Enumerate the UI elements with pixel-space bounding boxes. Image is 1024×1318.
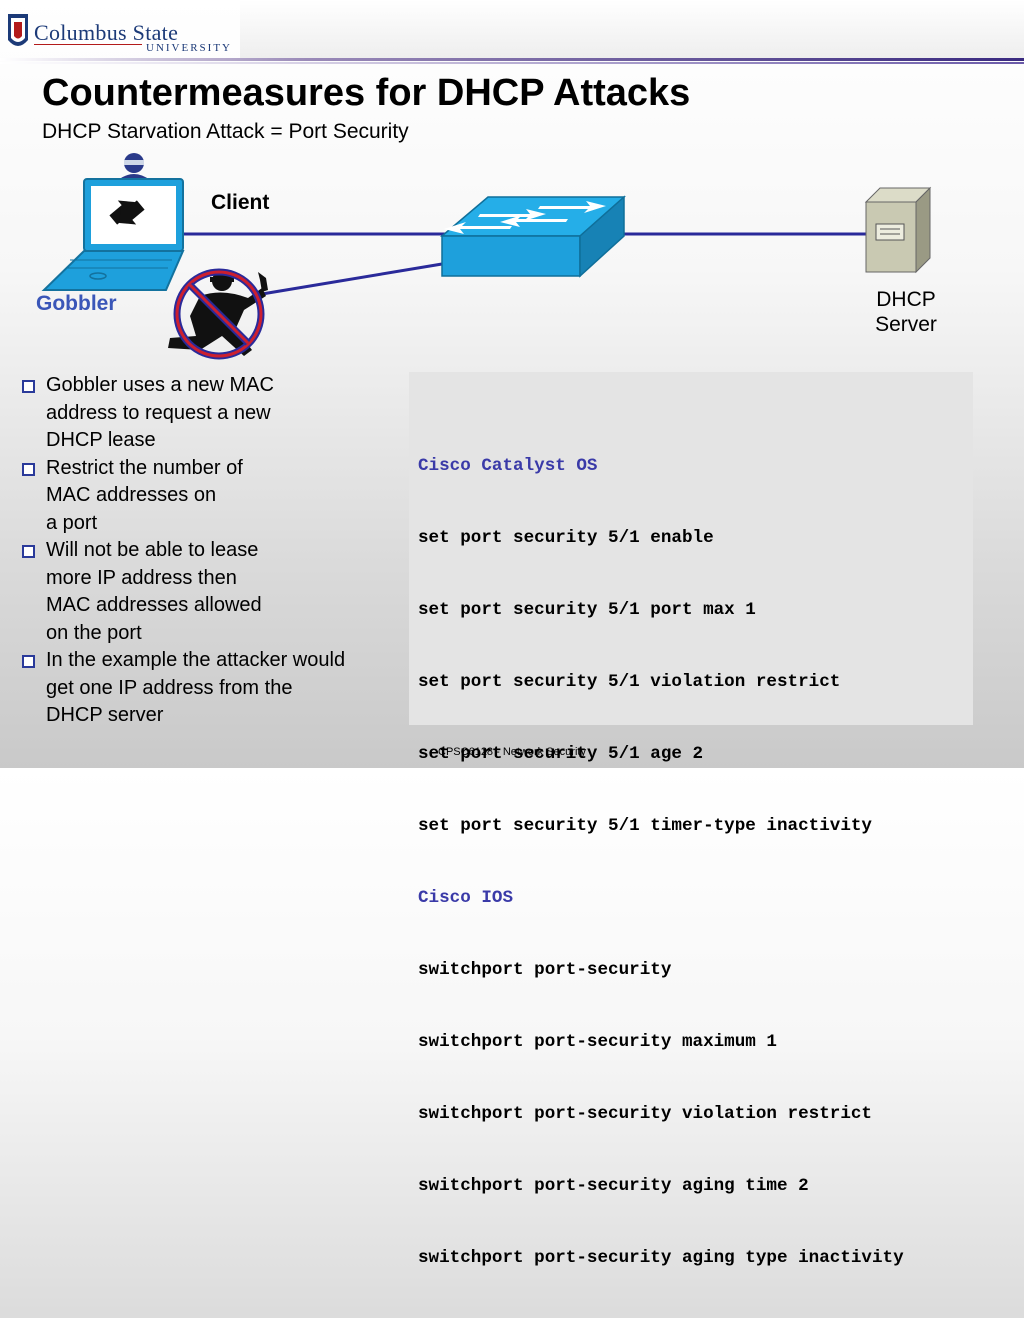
bullet-line: Gobbler uses a new MAC bbox=[46, 374, 274, 396]
code-line: set port security 5/1 violation restrict bbox=[418, 672, 841, 692]
bullet-item: Restrict the number of MAC addresses on … bbox=[20, 455, 405, 538]
client-label: Client bbox=[211, 191, 270, 214]
checkbox-bullet-icon bbox=[22, 655, 35, 668]
checkbox-bullet-icon bbox=[22, 545, 35, 558]
bullet-line: on the port bbox=[46, 621, 142, 644]
header-rule-secondary bbox=[0, 62, 1024, 64]
attacker-switch-link bbox=[261, 262, 443, 296]
laptop-icon bbox=[41, 178, 185, 291]
logo-subname: UNIVERSITY bbox=[146, 42, 232, 54]
bullet-line: Will not be able to lease bbox=[46, 539, 259, 561]
shield-logo-icon bbox=[8, 14, 28, 46]
bullet-line: DHCP server bbox=[46, 704, 164, 726]
server-icon bbox=[864, 186, 932, 274]
bullet-line: a port bbox=[46, 511, 98, 534]
university-logo: Columbus State UNIVERSITY bbox=[0, 0, 240, 58]
attacker-label: Gobbler bbox=[36, 292, 117, 315]
logo-name: Columbus State bbox=[34, 20, 179, 45]
config-code: Cisco Catalyst OS set port security 5/1 … bbox=[418, 406, 904, 1318]
logo-rule bbox=[34, 44, 142, 45]
server-label-line2: Server bbox=[875, 313, 937, 336]
prohibited-icon bbox=[173, 268, 265, 360]
bullet-line: In the example the attacker would bbox=[46, 649, 346, 671]
bullet-item: In the example the attacker would get on… bbox=[20, 647, 405, 730]
code-line: set port security 5/1 enable bbox=[418, 528, 714, 548]
bullet-list: Gobbler uses a new MAC address to reques… bbox=[20, 372, 405, 730]
server-label-line1: DHCP bbox=[876, 288, 936, 311]
slide-subtitle: DHCP Starvation Attack = Port Security bbox=[42, 120, 409, 143]
header-rule bbox=[0, 58, 1024, 61]
footer-text: CPSC6128 - Network Security bbox=[438, 746, 586, 758]
bullet-line: MAC addresses allowed bbox=[46, 594, 262, 616]
code-line: set port security 5/1 age 2 bbox=[418, 744, 704, 764]
code-line: set port security 5/1 port max 1 bbox=[418, 600, 756, 620]
code-line: switchport port-security aging type inac… bbox=[418, 1248, 904, 1268]
bullet-line: DHCP lease bbox=[46, 429, 156, 451]
code-line: switchport port-security maximum 1 bbox=[418, 1032, 777, 1052]
bullet-item: Gobbler uses a new MAC address to reques… bbox=[20, 372, 405, 455]
catos-header: Cisco Catalyst OS bbox=[418, 456, 598, 476]
slide-title: Countermeasures for DHCP Attacks bbox=[42, 72, 691, 114]
bullet-item: Will not be able to lease more IP addres… bbox=[20, 537, 405, 647]
code-line: set port security 5/1 timer-type inactiv… bbox=[418, 816, 872, 836]
user-head-icon bbox=[118, 153, 150, 180]
code-line: switchport port-security violation restr… bbox=[418, 1104, 872, 1124]
network-diagram bbox=[41, 153, 932, 360]
code-line: switchport port-security bbox=[418, 960, 672, 980]
ios-header: Cisco IOS bbox=[418, 888, 514, 908]
header-band bbox=[240, 0, 1024, 58]
bullet-line: more IP address then bbox=[46, 566, 237, 589]
checkbox-bullet-icon bbox=[22, 380, 35, 393]
code-line: switchport port-security aging time 2 bbox=[418, 1176, 809, 1196]
checkbox-bullet-icon bbox=[22, 462, 35, 476]
bullet-line: Restrict the number of bbox=[46, 456, 243, 479]
bullet-line: address to request a new bbox=[46, 401, 271, 424]
bullet-line: get one IP address from the bbox=[46, 676, 293, 699]
config-code-box: Cisco Catalyst OS set port security 5/1 … bbox=[409, 372, 973, 1268]
switch-icon bbox=[439, 195, 626, 278]
bullet-line: MAC addresses on bbox=[46, 484, 217, 506]
server-label: DHCP Server bbox=[866, 287, 946, 337]
